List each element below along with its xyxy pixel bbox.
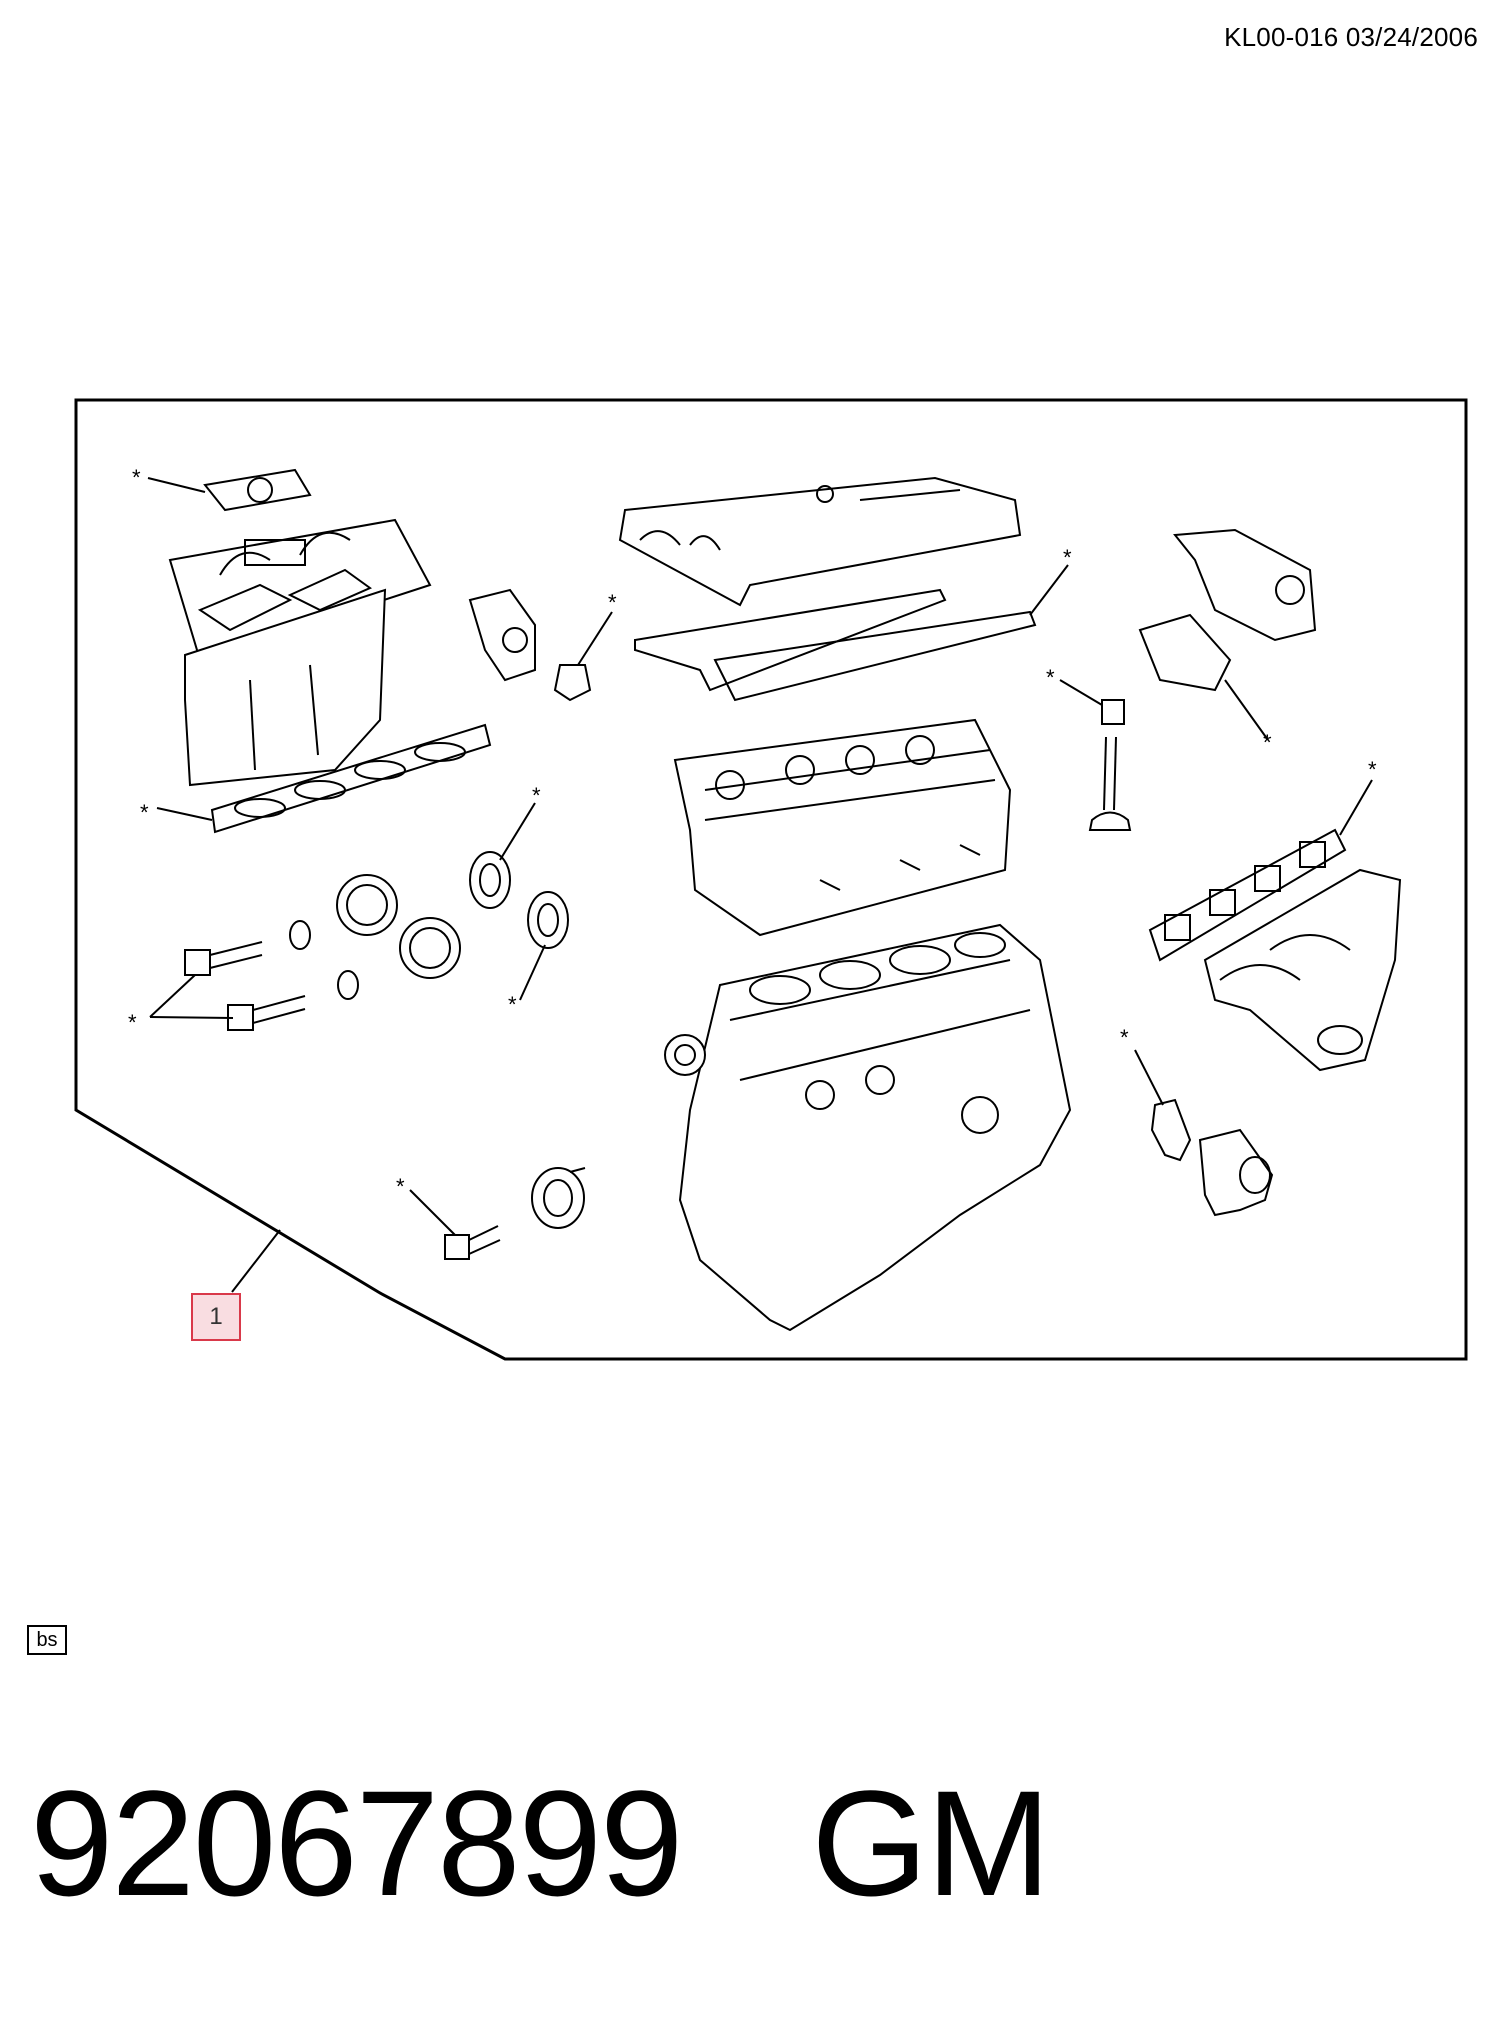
gasket-icon [1138, 613, 1269, 741]
cylinder-head-icon [673, 718, 1012, 937]
gasket-icon [553, 611, 613, 702]
gasket-icon [147, 468, 312, 512]
marker-asterisk: * [1063, 545, 1072, 570]
part-callout-1[interactable]: 1 [191, 1293, 241, 1341]
part-number-line: 92067899 GM [30, 1759, 1051, 1927]
bolt-icon [409, 1189, 501, 1260]
brand-name: GM [811, 1759, 1051, 1927]
marker-asterisk: * [1263, 730, 1272, 755]
marker-asterisk: * [1368, 757, 1377, 782]
marker-asterisk: * [140, 800, 149, 825]
marker-asterisk: * [532, 783, 541, 808]
intake-manifold-icon [168, 518, 432, 787]
gasket-icon [156, 723, 492, 834]
bolt-icon [149, 941, 306, 1031]
marker-asterisk: * [396, 1174, 405, 1199]
thermostat-housing-icon [1173, 528, 1317, 642]
marker-asterisk: * [1120, 1025, 1129, 1050]
marker-asterisk: * [1046, 665, 1055, 690]
gasket-icon [1134, 1049, 1192, 1162]
bs-tag: bs [27, 1625, 67, 1655]
thermostat-housing-icon [1198, 1128, 1274, 1217]
exhaust-manifold-icon [1203, 868, 1402, 1072]
diagram-frame [74, 398, 1468, 1361]
part-number: 92067899 [30, 1759, 683, 1927]
marker-asterisk: * [608, 590, 617, 615]
valve-icon [1059, 679, 1132, 831]
callout-leader [231, 1229, 281, 1293]
thermostat-housing-icon [468, 588, 536, 682]
gasket-icon [634, 564, 1069, 702]
document-code-date: KL00-016 03/24/2006 [1224, 22, 1478, 52]
timing-gear-icon [336, 874, 461, 979]
tensioner-pulley-icon [531, 1167, 586, 1229]
engine-block-icon [664, 923, 1072, 1332]
marker-asterisk: * [132, 465, 141, 490]
marker-asterisk: * [128, 1010, 137, 1035]
gasket-icon [1148, 779, 1373, 962]
marker-asterisk: * [508, 992, 517, 1017]
valve-cover-icon [618, 476, 1022, 607]
seal-ring-icon [289, 802, 569, 1001]
